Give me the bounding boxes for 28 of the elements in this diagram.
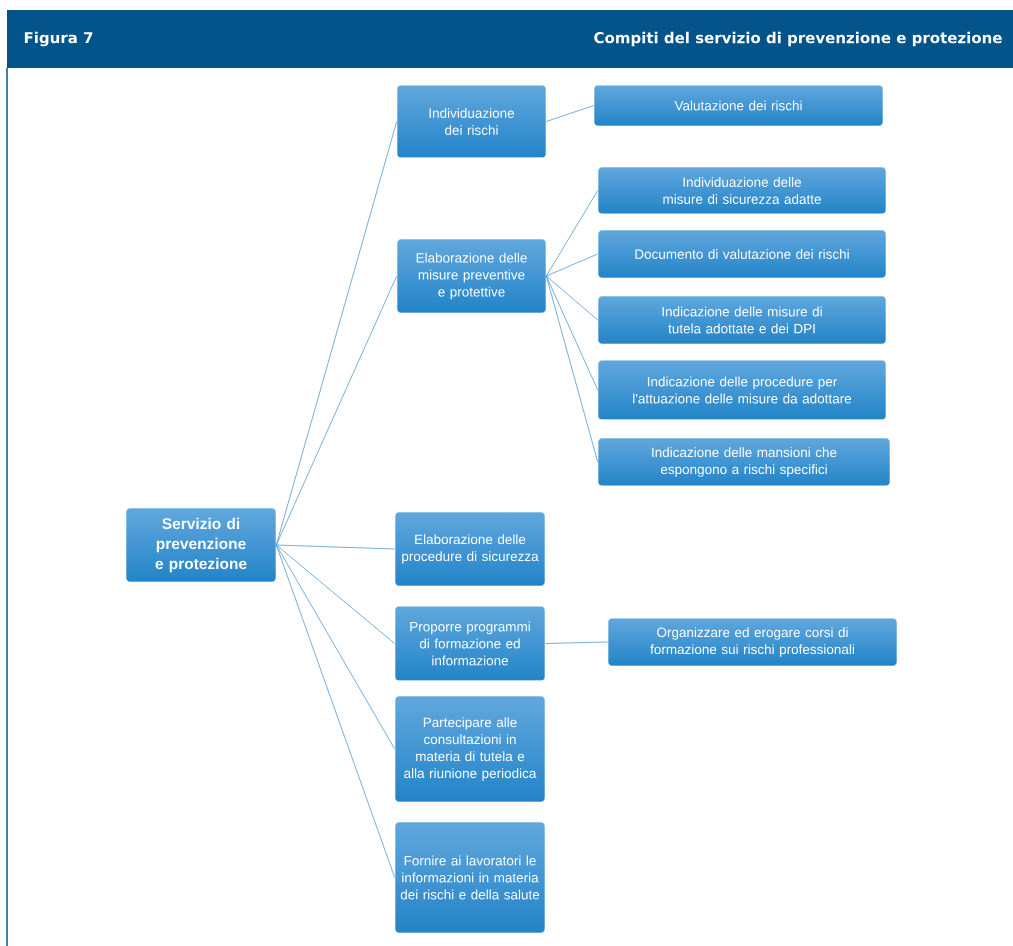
connector-line: [275, 544, 396, 550]
task-box: Individuazione dei rischi: [396, 84, 547, 159]
connector-line: [275, 121, 398, 546]
task-box: Elaborazione delle procedure di sicurezza: [394, 511, 546, 587]
task-box: Elaborazione delle misure preventive e protettive: [396, 238, 547, 314]
connector-line: [544, 641, 609, 644]
task-box: Indicazione delle procedure per l'attuazione delle misure da adottare: [597, 359, 887, 421]
figure-number: Figura 7: [24, 31, 93, 47]
task-box: Valutazione dei rischi: [593, 84, 884, 127]
task-box: Proporre programmi di formazione ed informazione: [394, 605, 546, 682]
connector-line: [275, 275, 398, 546]
connector-line: [545, 275, 599, 321]
task-box: Servizio di prevenzione e protezione: [125, 507, 277, 583]
task-box: Fornire ai lavoratori le informazioni in materia dei rischi e della salute: [394, 821, 546, 934]
connector-line: [275, 544, 396, 644]
task-box: Indicazione delle misure di tutela adottate e dei DPI: [597, 295, 887, 345]
task-box: Partecipare alle consultazioni in materia di tutela e alla riunione periodica: [394, 695, 546, 803]
task-box: Organizzare ed erogare corsi di formazione sui rischi professionali: [607, 617, 898, 667]
task-box: Documento di valutazione dei rischi: [597, 229, 887, 279]
connector-line: [545, 190, 599, 277]
figure-title: Compiti del servizio di prevenzione e protezione: [594, 31, 1002, 47]
connector-line: [545, 253, 599, 277]
connector-line: [545, 275, 599, 391]
connector-line: [275, 544, 396, 878]
connector-line: [545, 275, 599, 463]
connector-line: [545, 105, 595, 122]
task-box: Individuazione delle misure di sicurezza adatte: [597, 166, 887, 215]
task-box: Indicazione delle mansioni che espongono a rischi specifici: [597, 437, 891, 487]
